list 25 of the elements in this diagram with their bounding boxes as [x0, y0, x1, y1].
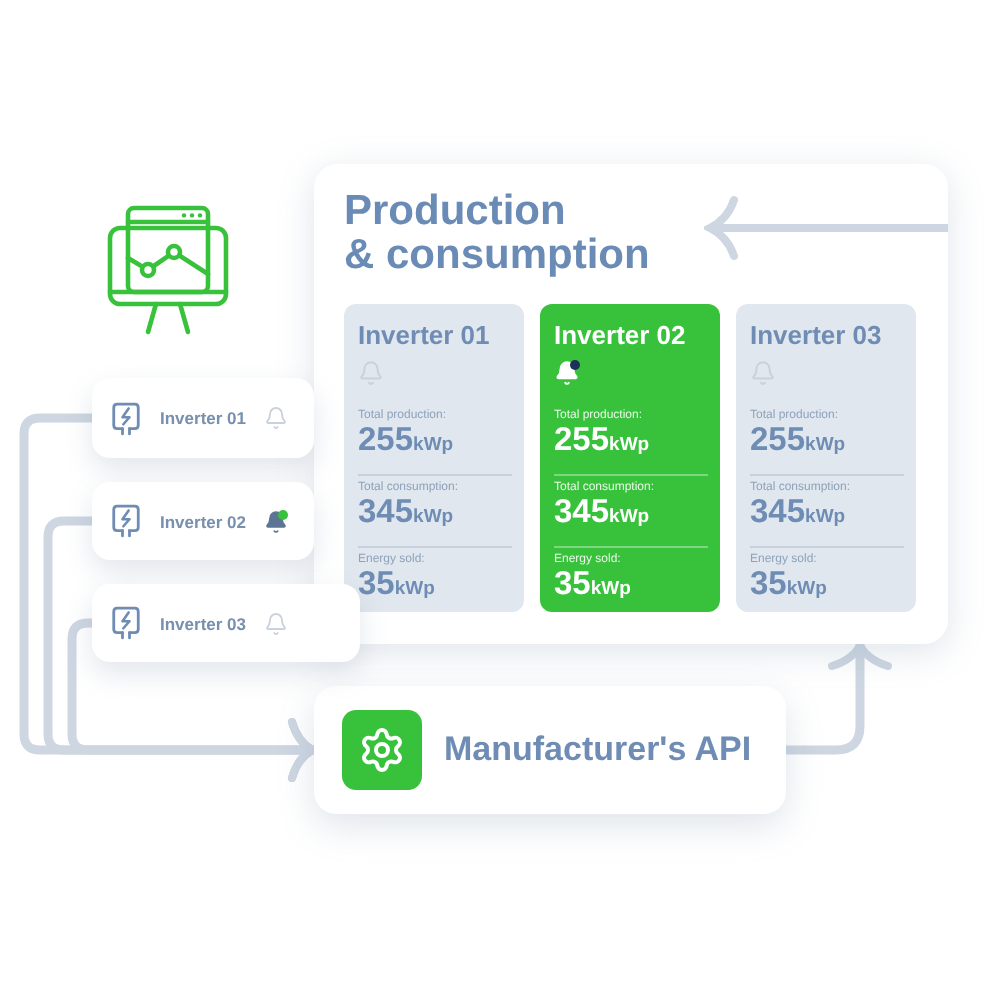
- metric-value: 35kWp: [750, 568, 829, 606]
- inverter-card: [736, 304, 916, 612]
- card-title: Inverter 01: [358, 318, 490, 352]
- api-label: Manufacturer's API: [444, 730, 752, 770]
- metric-value: 255kWp: [358, 424, 456, 462]
- inverter-name: Inverter 02: [160, 511, 248, 531]
- card-title: Inverter 03: [750, 318, 882, 352]
- dashboard-panel: [314, 164, 948, 644]
- metric-value: 345kWp: [358, 496, 456, 534]
- metric-value: 35kWp: [358, 568, 437, 606]
- panel-title: Production & consumption: [344, 190, 650, 278]
- inverter-card: [344, 304, 524, 612]
- inverter-list-item: [92, 584, 360, 662]
- inverter-list-item: [92, 378, 314, 458]
- inverter-name: Inverter 01: [160, 408, 248, 428]
- inverter-name: Inverter 03: [160, 613, 248, 633]
- metric-value: 255kWp: [750, 424, 848, 462]
- metric-value: 35kWp: [554, 568, 633, 606]
- metric-value: 345kWp: [554, 496, 652, 534]
- card-title: Inverter 02: [554, 318, 686, 352]
- metric-value: 345kWp: [750, 496, 848, 534]
- api-box: [314, 686, 786, 814]
- highlighted-inverter-card: [540, 304, 720, 612]
- inverter-list-item: [92, 482, 314, 560]
- metric-value: 255kWp: [554, 424, 652, 462]
